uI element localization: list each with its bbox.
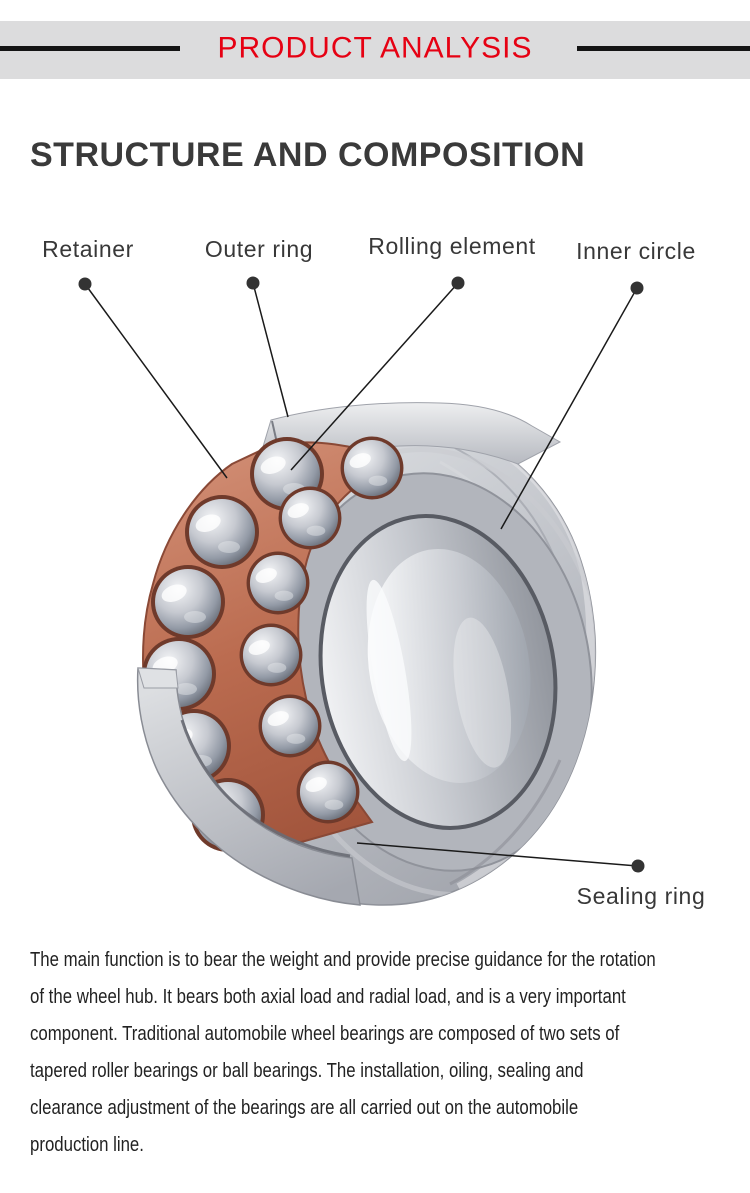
banner-right-rule: [577, 46, 750, 51]
label-outer-ring: Outer ring: [204, 236, 314, 262]
paragraph-line: of the wheel hub. It bears both axial lo…: [30, 986, 626, 1008]
description-paragraph: The main function is to bear the weight …: [30, 942, 750, 1164]
label-rolling-element: Rolling element: [368, 233, 536, 259]
paragraph-line: clearance adjustment of the bearings are…: [30, 1097, 579, 1119]
outer-ring-dot: [246, 276, 260, 290]
sealing-ring-leader-line: [356, 842, 639, 867]
inner-circle-dot: [630, 281, 644, 295]
paragraph-line: component. Traditional automobile wheel …: [30, 1023, 620, 1045]
retainer-leader-line: [84, 283, 228, 479]
rolling-element-dot: [451, 276, 465, 290]
paragraph-line: production line.: [30, 1134, 144, 1156]
inner-circle-leader-line: [500, 287, 638, 530]
section-title: STRUCTURE AND COMPOSITION: [30, 136, 586, 174]
banner-title: PRODUCT ANALYSIS: [217, 31, 533, 65]
sealing-ring-shell: [136, 667, 361, 906]
callouts: [84, 282, 639, 867]
banner-left-rule: [0, 46, 180, 51]
paragraph-line: The main function is to bear the weight …: [30, 949, 656, 971]
label-inner-circle: Inner circle: [576, 238, 696, 264]
seal-groove: [180, 719, 351, 858]
sealing-ring-dot: [631, 859, 645, 873]
label-retainer: Retainer: [42, 236, 134, 262]
label-sealing-ring: Sealing ring: [576, 883, 706, 909]
rolling-element-leader-line: [290, 282, 459, 471]
paragraph-line: tapered roller bearings or ball bearings…: [30, 1060, 584, 1082]
callout-dots: [78, 276, 645, 873]
outer-ring-leader-line: [252, 282, 289, 418]
retainer-dot: [78, 277, 92, 291]
